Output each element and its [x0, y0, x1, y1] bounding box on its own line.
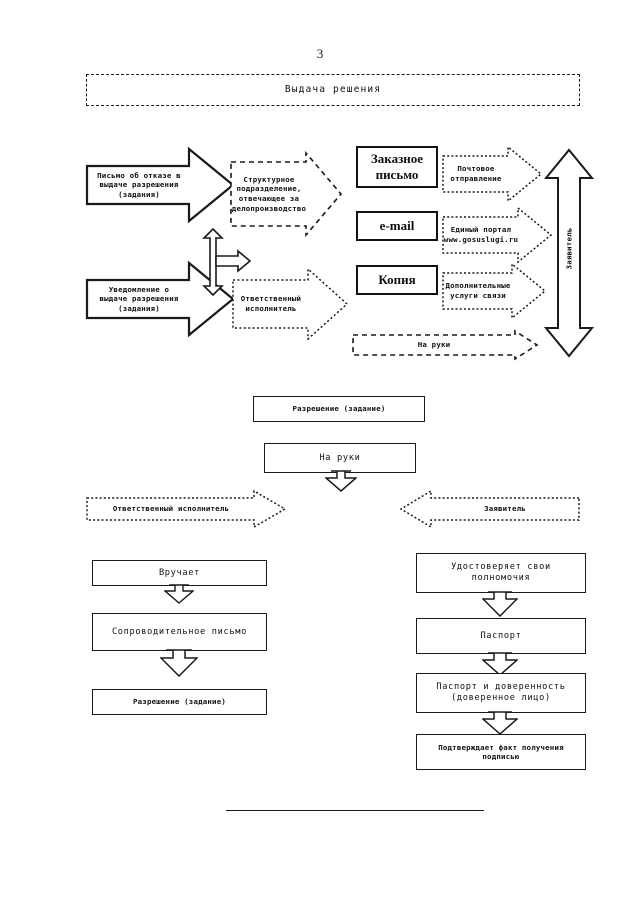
header-banner-label: Выдача решения	[284, 84, 382, 95]
box-copy-label: Копия	[378, 271, 416, 287]
box-passport-label: Паспорт	[480, 630, 522, 641]
box-email-label: e-mail	[379, 217, 415, 233]
connector-down-arrow-verifies-authority	[481, 591, 519, 618]
box-passport: Паспорт	[416, 618, 586, 654]
footer-separator	[226, 810, 484, 811]
box-copy: Копия	[356, 265, 438, 295]
box-verifies-authority-line-1: Удостоверяет свои	[451, 562, 551, 573]
box-permission-task-middle-label: Разрешение (задание)	[292, 404, 386, 414]
arrow-responsible-executor-lower: Ответственный исполнитель	[86, 489, 287, 529]
applicant-vertical-label: Заявитель	[564, 227, 574, 270]
box-passport-and-poa: Паспорт и доверенность (доверенное лицо)	[416, 673, 586, 713]
box-hands-over-label: Вручает	[158, 567, 201, 578]
connector-down-arrow-passport	[481, 652, 519, 677]
connector-down-arrow-hands-over	[163, 584, 195, 604]
arrow-postal-dispatch: Почтовое отправление	[442, 145, 543, 203]
box-verifies-authority-line-2: полномочия	[471, 573, 531, 583]
arrow-records-department: Структурное подразделение, отвечающее за…	[230, 150, 343, 262]
connector-down-arrow-passport-poa	[481, 711, 519, 736]
arrow-additional-comm-services: Дополнительные услуги связи	[442, 262, 547, 320]
box-cover-letter-label: Сопроводительное письмо	[111, 626, 248, 637]
connector-down-arrow-in-person	[323, 470, 359, 492]
box-passport-and-poa-line-1: Паспорт и доверенность	[436, 682, 566, 693]
arrow-applicant-lower: Заявитель	[399, 489, 580, 529]
arrow-responsible-executor-upper: Ответственный исполнитель	[232, 267, 349, 341]
box-registered-letter-line-2: письмо	[375, 167, 419, 182]
box-registered-letter-line-1: Заказное	[370, 150, 424, 166]
box-hands-over: Вручает	[92, 560, 267, 586]
arrow-in-person-upper: На руки	[352, 329, 539, 361]
box-permission-task-left: Разрешение (задание)	[92, 689, 267, 715]
connector-down-arrow-cover-letter	[159, 649, 199, 678]
applicant-vertical-arrow: Заявитель	[543, 148, 595, 358]
box-permission-task-middle: Разрешение (задание)	[253, 396, 425, 422]
bidirectional-connector-arrow	[196, 227, 258, 297]
box-cover-letter: Сопроводительное письмо	[92, 613, 267, 651]
box-in-person-middle: На руки	[264, 443, 416, 473]
box-verifies-authority: Удостоверяет свои полномочия	[416, 553, 586, 593]
box-in-person-middle-label: На руки	[319, 452, 361, 463]
box-email: e-mail	[356, 211, 438, 241]
box-passport-and-poa-line-2: (доверенное лицо)	[451, 693, 551, 703]
header-banner: Выдача решения	[86, 74, 580, 106]
arrow-refusal-letter: Письмо об отказе в выдаче разрешения (за…	[85, 146, 235, 224]
arrow-gosuslugi-portal: Единый портал www.gosuslugi.ru	[442, 206, 553, 264]
box-confirms-receipt: Подтверждает факт получения подписью	[416, 734, 586, 770]
box-confirms-receipt-line-2: подписью	[482, 752, 520, 761]
box-registered-letter: Заказное письмо	[356, 146, 438, 188]
box-permission-task-left-label: Разрешение (задание)	[133, 697, 226, 707]
box-confirms-receipt-line-1: Подтверждает факт получения	[438, 742, 564, 752]
page-number: 3	[316, 46, 324, 61]
